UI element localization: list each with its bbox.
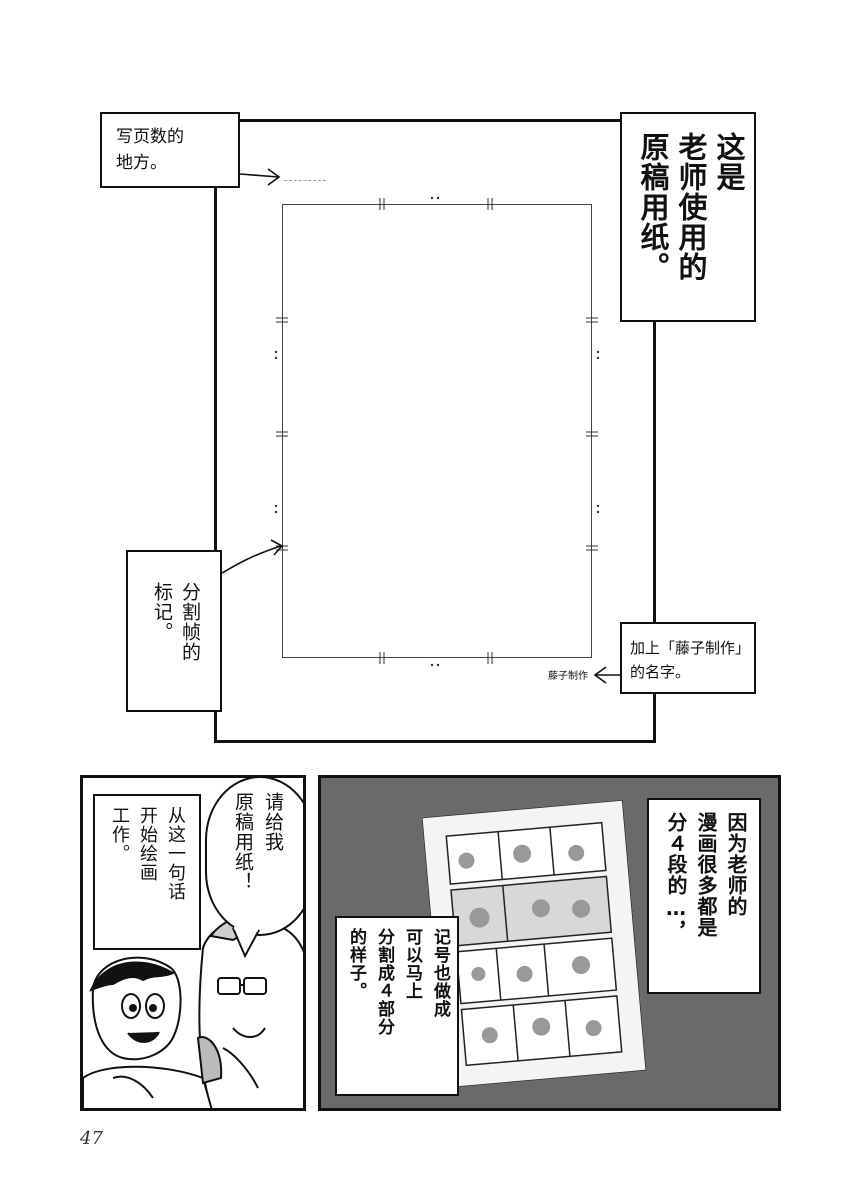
narration-column: 从这一句话	[165, 806, 186, 901]
narration-column: 工作。	[109, 806, 130, 863]
caption-column: 老师使用的	[674, 132, 708, 282]
narration-box-left: 记号也做成 可以马上 分割成４部分 的样子。	[335, 916, 459, 1096]
speech-bubble-tail	[232, 926, 260, 959]
caption-column: 这是	[712, 132, 746, 192]
manuscript-caption: 这是 老师使用的 原稿用纸。	[620, 112, 756, 322]
narration-column: 因为老师的	[724, 812, 748, 917]
tilted-manuscript	[421, 799, 647, 1089]
drawing-area	[282, 204, 592, 658]
signature-caption: 加上「藤子制作」 的名字。	[620, 622, 756, 694]
bottom-left-panel: 从这一句话 开始绘画 工作。 请给我 原稿用纸！	[80, 775, 306, 1111]
speech-bubble: 请给我 原稿用纸！	[205, 778, 303, 936]
narration-column: 分割成４部分	[374, 928, 394, 1036]
caption-line: 写页数的	[116, 127, 184, 147]
caption-column: 原稿用纸。	[636, 132, 670, 282]
page-number: 47	[80, 1128, 103, 1149]
narration-column: 记号也做成	[430, 928, 450, 1018]
narration-column: 分４段的…，	[664, 812, 688, 942]
narration-column: 可以马上	[402, 928, 422, 1000]
narration-column: 开始绘画	[137, 806, 158, 882]
narration-column: 的样子。	[346, 928, 366, 1000]
caption-line: 的名字。	[630, 663, 691, 681]
signature-stamp: 藤子制作	[548, 671, 588, 682]
manga-thumbnail	[445, 821, 623, 1067]
narration-box: 从这一句话 开始绘画 工作。	[93, 794, 201, 950]
page-number-line	[284, 180, 326, 181]
caption-column: 标记。	[151, 582, 173, 642]
speech-column: 请给我	[262, 792, 284, 852]
speech-column: 原稿用纸！	[232, 792, 254, 892]
frame-mark-caption: 分割帧的 标记。	[126, 550, 222, 712]
caption-column: 分割帧的	[179, 582, 201, 662]
caption-line: 加上「藤子制作」	[630, 639, 751, 657]
page-number-caption: 写页数的 地方。	[100, 112, 240, 188]
caption-line: 地方。	[116, 153, 167, 173]
bottom-right-panel: 因为老师的 漫画很多都是 分４段的…， 记号也做成 可以马上 分割成４部分 的样…	[318, 775, 781, 1111]
narration-box-right: 因为老师的 漫画很多都是 分４段的…，	[647, 798, 761, 994]
narration-column: 漫画很多都是	[694, 812, 718, 938]
boy-figure	[83, 956, 223, 1108]
